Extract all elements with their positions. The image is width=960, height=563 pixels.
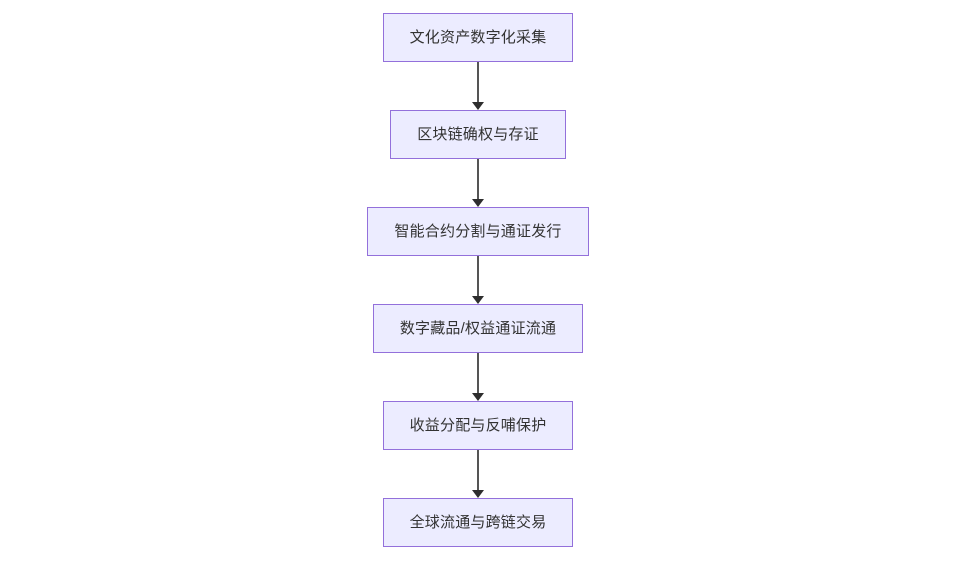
flow-arrow-1-2 [471, 62, 485, 110]
arrow-head-icon [472, 296, 484, 304]
node-label: 区块链确权与存证 [417, 126, 539, 143]
arrow-head-icon [472, 102, 484, 110]
flow-node-token-circulation: 数字藏品/权益通证流通 [372, 304, 584, 353]
node-label: 智能合约分割与通证发行 [394, 223, 562, 240]
flow-arrow-3-4 [471, 256, 485, 304]
flowchart: 文化资产数字化采集 区块链确权与存证 智能合约分割与通证发行 数字藏品/权益通证… [0, 13, 958, 547]
arrow-line [477, 256, 479, 296]
node-label: 收益分配与反哺保护 [409, 417, 547, 434]
node-label: 全球流通与跨链交易 [409, 514, 547, 531]
arrow-head-icon [472, 393, 484, 401]
node-label: 数字藏品/权益通证流通 [399, 320, 557, 337]
arrow-line [477, 353, 479, 393]
arrow-head-icon [472, 199, 484, 207]
flow-arrow-4-5 [471, 353, 485, 401]
flow-node-revenue-distribution-protection: 收益分配与反哺保护 [382, 401, 574, 450]
flow-node-global-crosschain-trading: 全球流通与跨链交易 [382, 498, 574, 547]
flow-node-blockchain-confirmation: 区块链确权与存证 [390, 110, 566, 159]
arrow-head-icon [472, 490, 484, 498]
flow-arrow-2-3 [471, 159, 485, 207]
flow-node-smart-contract-token-issuance: 智能合约分割与通证发行 [367, 207, 589, 256]
flow-node-digitization-collection: 文化资产数字化采集 [382, 13, 574, 62]
arrow-line [477, 450, 479, 490]
node-label: 文化资产数字化采集 [409, 29, 547, 46]
arrow-line [477, 62, 479, 102]
arrow-line [477, 159, 479, 199]
flow-arrow-5-6 [471, 450, 485, 498]
